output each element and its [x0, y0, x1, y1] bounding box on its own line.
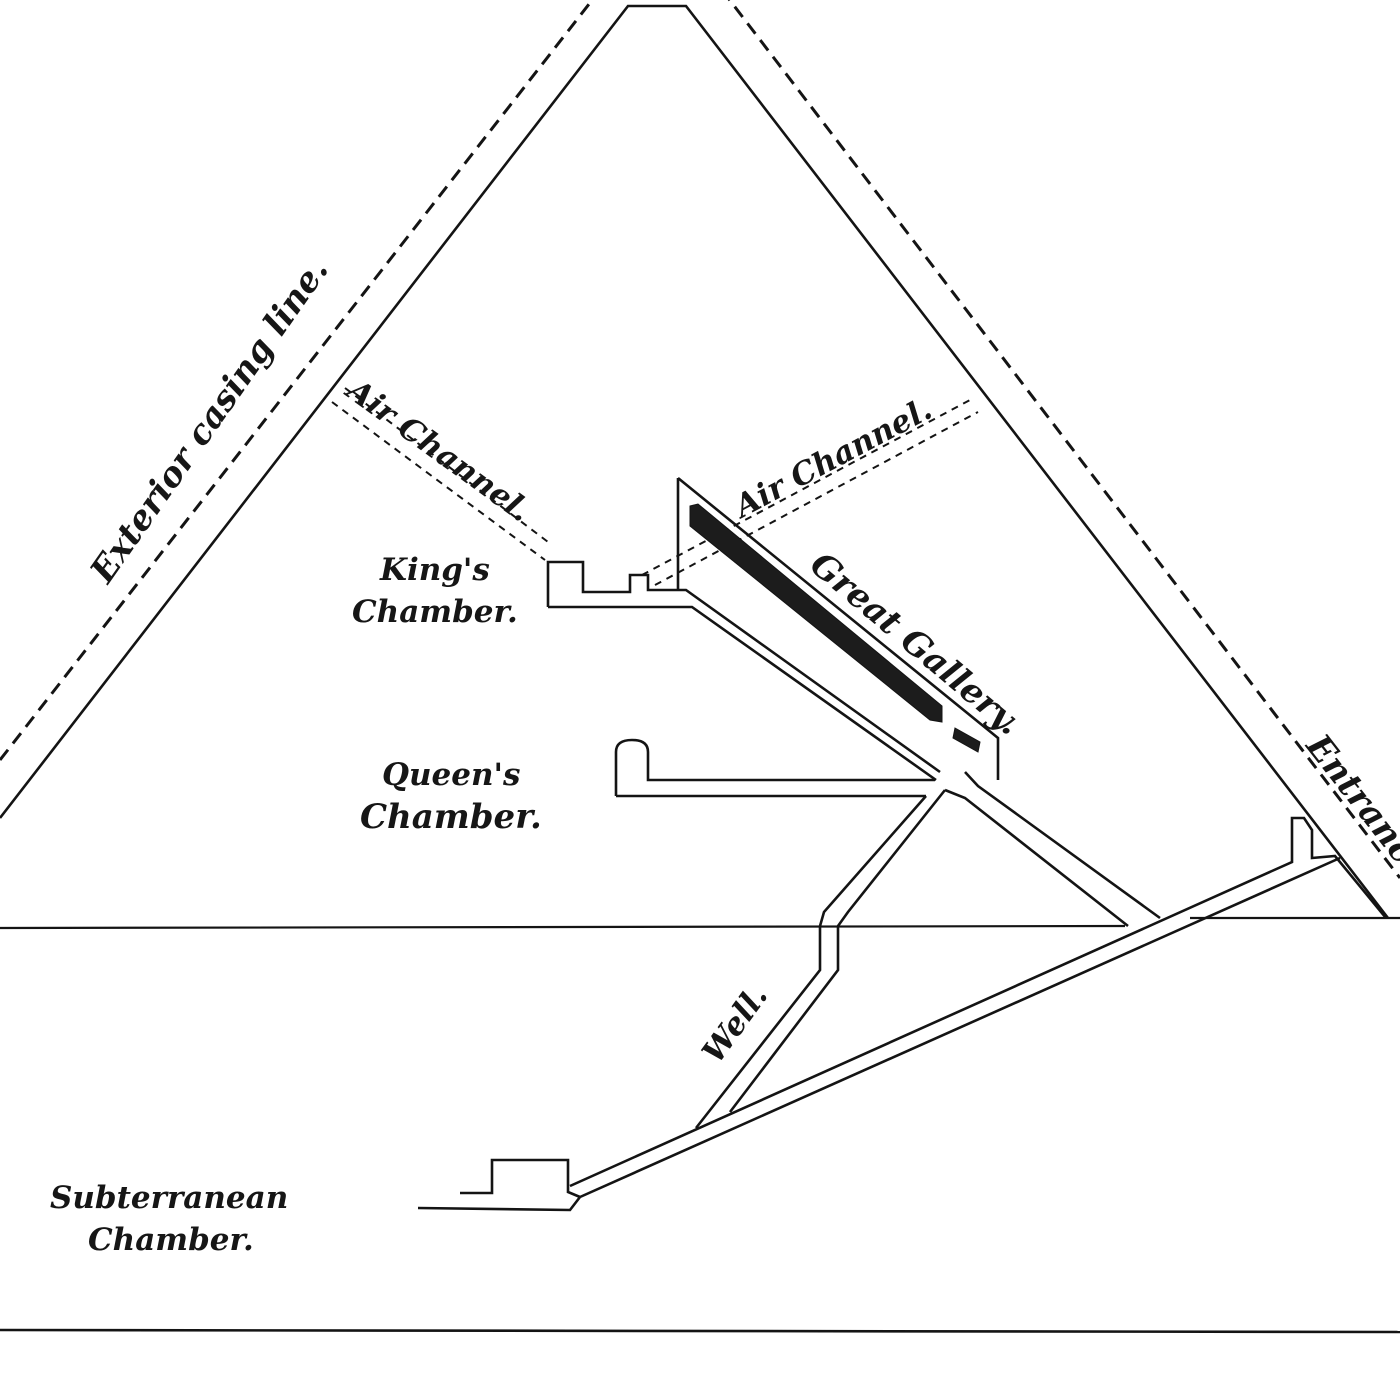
- queens-chamber-label-line2: Chamber.: [360, 797, 542, 837]
- great-gallery: [676, 476, 1161, 928]
- exterior-casing-label: Exterior casing line.: [82, 251, 337, 591]
- kings-chamber-label-line2: Chamber.: [352, 594, 518, 630]
- subterranean-chamber-label-line1: Subterranean: [50, 1180, 288, 1216]
- air-channel-left-label: Air Channel.: [338, 371, 538, 530]
- pyramid-outline: [0, 4, 1390, 919]
- queens-chamber-label-line1: Queen's: [382, 757, 520, 793]
- subterranean-chamber-label-line2: Chamber.: [88, 1222, 254, 1258]
- ground-line: [0, 916, 1400, 930]
- bottom-rule: [0, 1328, 1400, 1334]
- air-channel-right: [641, 399, 979, 586]
- queens-chamber: [614, 738, 935, 798]
- exterior-casing-line: [0, 0, 1400, 879]
- descending-passage: [569, 816, 1388, 1199]
- air-channel-right-label: Air Channel.: [726, 391, 938, 526]
- air-channel-left: [331, 387, 553, 561]
- subterranean-chamber: [417, 1158, 582, 1212]
- kings-chamber: [546, 560, 941, 782]
- kings-chamber-label-line1: King's: [379, 552, 490, 588]
- well-shaft: [694, 789, 947, 1129]
- well-label: Well.: [695, 979, 775, 1070]
